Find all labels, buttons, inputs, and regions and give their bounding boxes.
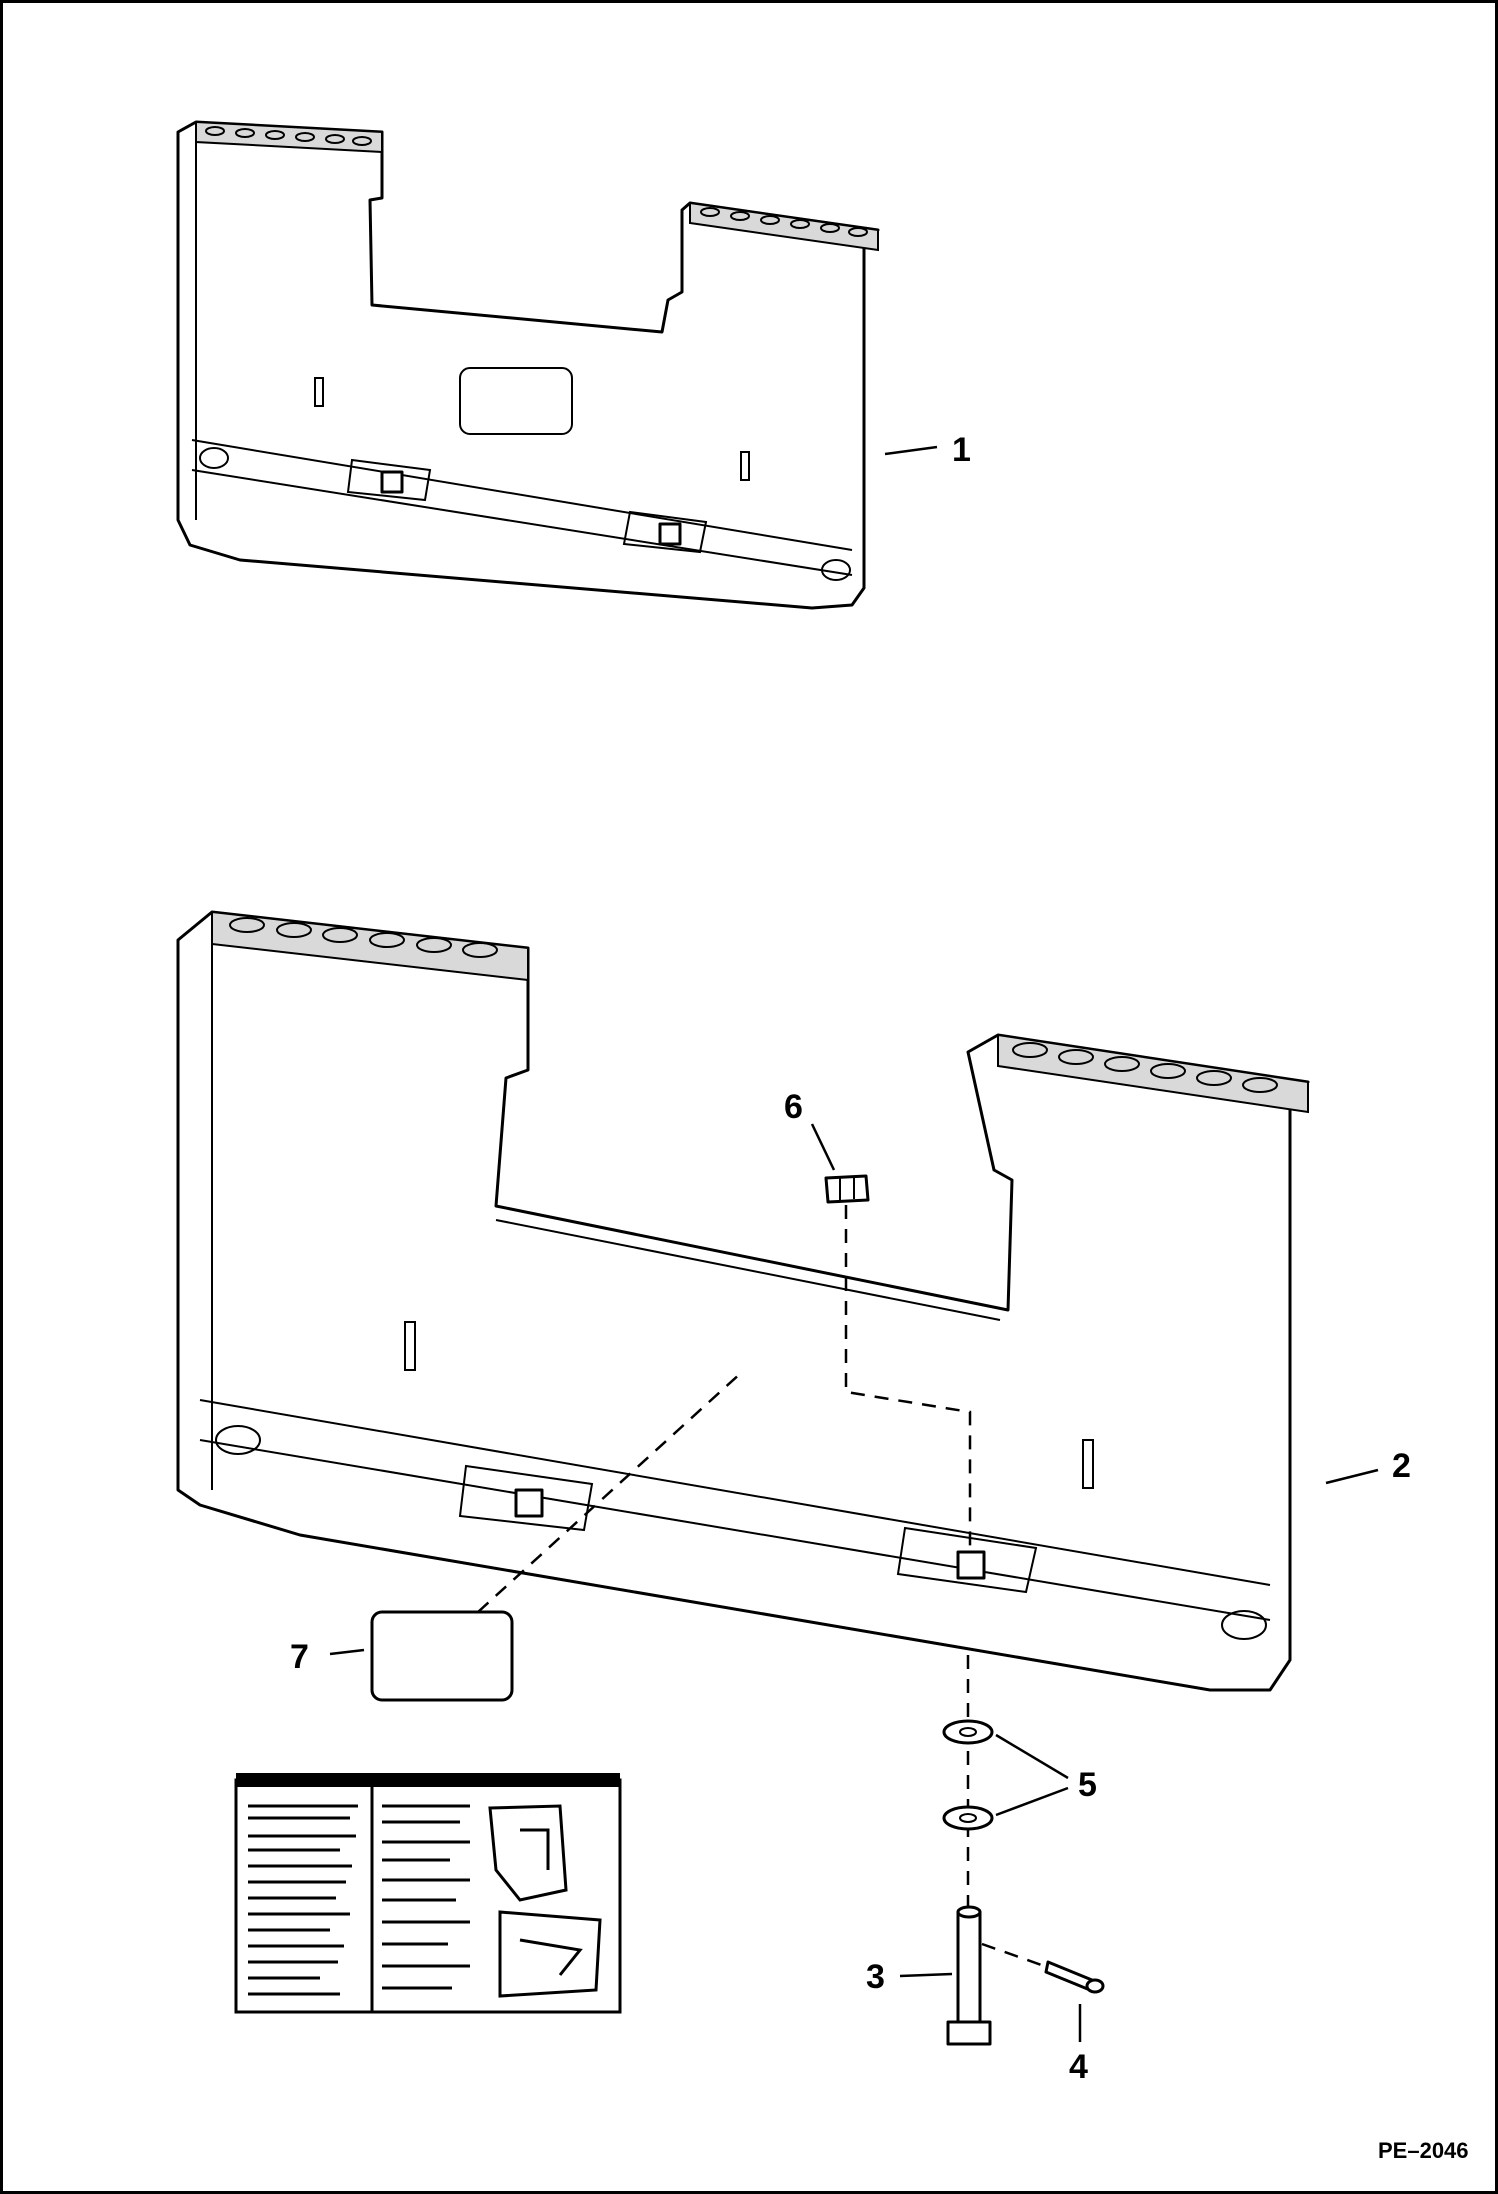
callout-5: 5 xyxy=(1078,1766,1097,1804)
leader-7 xyxy=(329,1648,365,1656)
leader-5a xyxy=(995,1733,1069,1780)
washers-part-5 xyxy=(942,1719,994,1831)
plate-small-flange-right xyxy=(689,201,879,252)
leader-3 xyxy=(899,1972,953,1978)
leader-1 xyxy=(884,445,938,456)
plate-small-body xyxy=(176,120,880,610)
drawing-reference: PE–2046 xyxy=(1378,2138,1469,2163)
leader-5b xyxy=(995,1786,1069,1817)
pin-part-3 xyxy=(946,1905,992,2046)
assembly-line-nut xyxy=(844,1205,972,1550)
plate-large-flange-left xyxy=(211,910,529,982)
warning-decal-illustration xyxy=(234,1773,622,2014)
callout-3: 3 xyxy=(866,1958,885,1996)
plate-small-holes xyxy=(205,126,868,237)
callout-2: 2 xyxy=(1392,1447,1411,1485)
mounting-plate-small xyxy=(176,120,880,610)
assembly-line-decal xyxy=(477,1371,743,1613)
leader-2 xyxy=(1325,1468,1379,1485)
callout-4: 4 xyxy=(1069,2048,1088,2086)
callout-1: 1 xyxy=(952,431,971,469)
callout-7: 7 xyxy=(290,1638,309,1676)
plate-large-body xyxy=(176,910,1310,1692)
leader-6 xyxy=(810,1123,836,1171)
mounting-plate-large xyxy=(176,910,1310,1692)
plate-large-holes xyxy=(229,917,1278,1093)
callout-6: 6 xyxy=(784,1088,803,1126)
cotter-pin-part-4 xyxy=(981,1942,1105,1994)
nut-part-6 xyxy=(824,1174,870,1204)
decal-part-7 xyxy=(370,1610,514,1702)
